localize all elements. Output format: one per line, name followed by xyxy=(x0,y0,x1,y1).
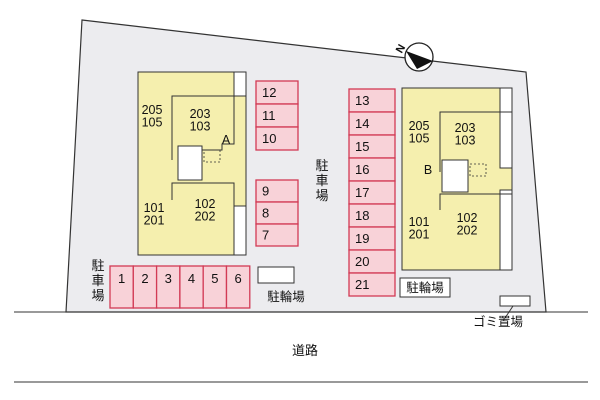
building-a-stair-step xyxy=(203,149,221,163)
bicycle-parking-right-box xyxy=(399,277,451,298)
parking-space-number: 20 xyxy=(355,254,369,269)
parking-space-number: 12 xyxy=(262,85,276,100)
parking-space-number: 2 xyxy=(141,271,148,286)
parking-group-top: 12 11 10 xyxy=(255,80,299,151)
parking-space-number: 9 xyxy=(262,184,269,199)
building-a-stair xyxy=(177,145,203,181)
parking-label-center: 駐車場 xyxy=(315,159,328,204)
parking-space-number: 14 xyxy=(355,116,369,131)
parking-space-number: 1 xyxy=(118,271,125,286)
building-a-divider-upper xyxy=(171,95,235,160)
parking-space-number: 5 xyxy=(211,271,218,286)
road-label: 道路 xyxy=(292,343,318,359)
parking-group-right: 13 14 15 16 17 18 19 20 21 xyxy=(348,88,396,297)
parking-space-number: 16 xyxy=(355,162,369,177)
garbage-area-leader xyxy=(504,305,514,319)
building-b-name: B xyxy=(424,163,432,177)
parking-space-number: 3 xyxy=(165,271,172,286)
bicycle-parking-left-box xyxy=(257,266,295,284)
garbage-area-label: ゴミ置場 xyxy=(473,314,523,329)
building-a-balcony-bottom xyxy=(233,205,247,256)
building-b-balcony-bottom xyxy=(499,189,513,271)
parking-space-number: 17 xyxy=(355,185,369,200)
building-b-stair xyxy=(441,159,469,193)
building-b-stair-step xyxy=(469,163,487,177)
parking-space-number: 4 xyxy=(188,271,195,286)
parking-space-number: 7 xyxy=(262,228,269,243)
garbage-area-box xyxy=(499,295,531,307)
building-a-balcony-top xyxy=(233,71,247,97)
building-b-divider-upper xyxy=(439,111,513,172)
parking-space-number: 6 xyxy=(235,271,242,286)
building-a-divider-lower xyxy=(171,182,235,206)
parking-space-number: 10 xyxy=(262,131,276,146)
parking-group-middle: 9 8 7 xyxy=(255,179,299,247)
building-b-divider-lower xyxy=(439,193,512,210)
parking-space-number: 11 xyxy=(262,108,276,123)
parking-group-bottom: 1 2 3 4 5 6 xyxy=(109,265,251,309)
parking-space-number: 8 xyxy=(262,206,269,221)
parking-space-number: 13 xyxy=(355,93,369,108)
bicycle-parking-right-label: 駐輪場 xyxy=(406,280,444,295)
parking-space-number: 15 xyxy=(355,139,369,154)
building-b-balcony-top xyxy=(499,87,513,169)
building-a-name: A xyxy=(222,133,231,147)
parking-space xyxy=(255,223,299,247)
parking-space-number: 21 xyxy=(355,277,369,292)
parking-label-left: 駐車場 xyxy=(91,259,104,304)
parking-space-number: 18 xyxy=(355,208,369,223)
parking-space xyxy=(348,272,396,297)
parking-space xyxy=(225,265,251,309)
parking-space-number: 19 xyxy=(355,231,369,246)
parking-space xyxy=(255,126,299,151)
bicycle-parking-left-label: 駐輪場 xyxy=(267,289,305,304)
